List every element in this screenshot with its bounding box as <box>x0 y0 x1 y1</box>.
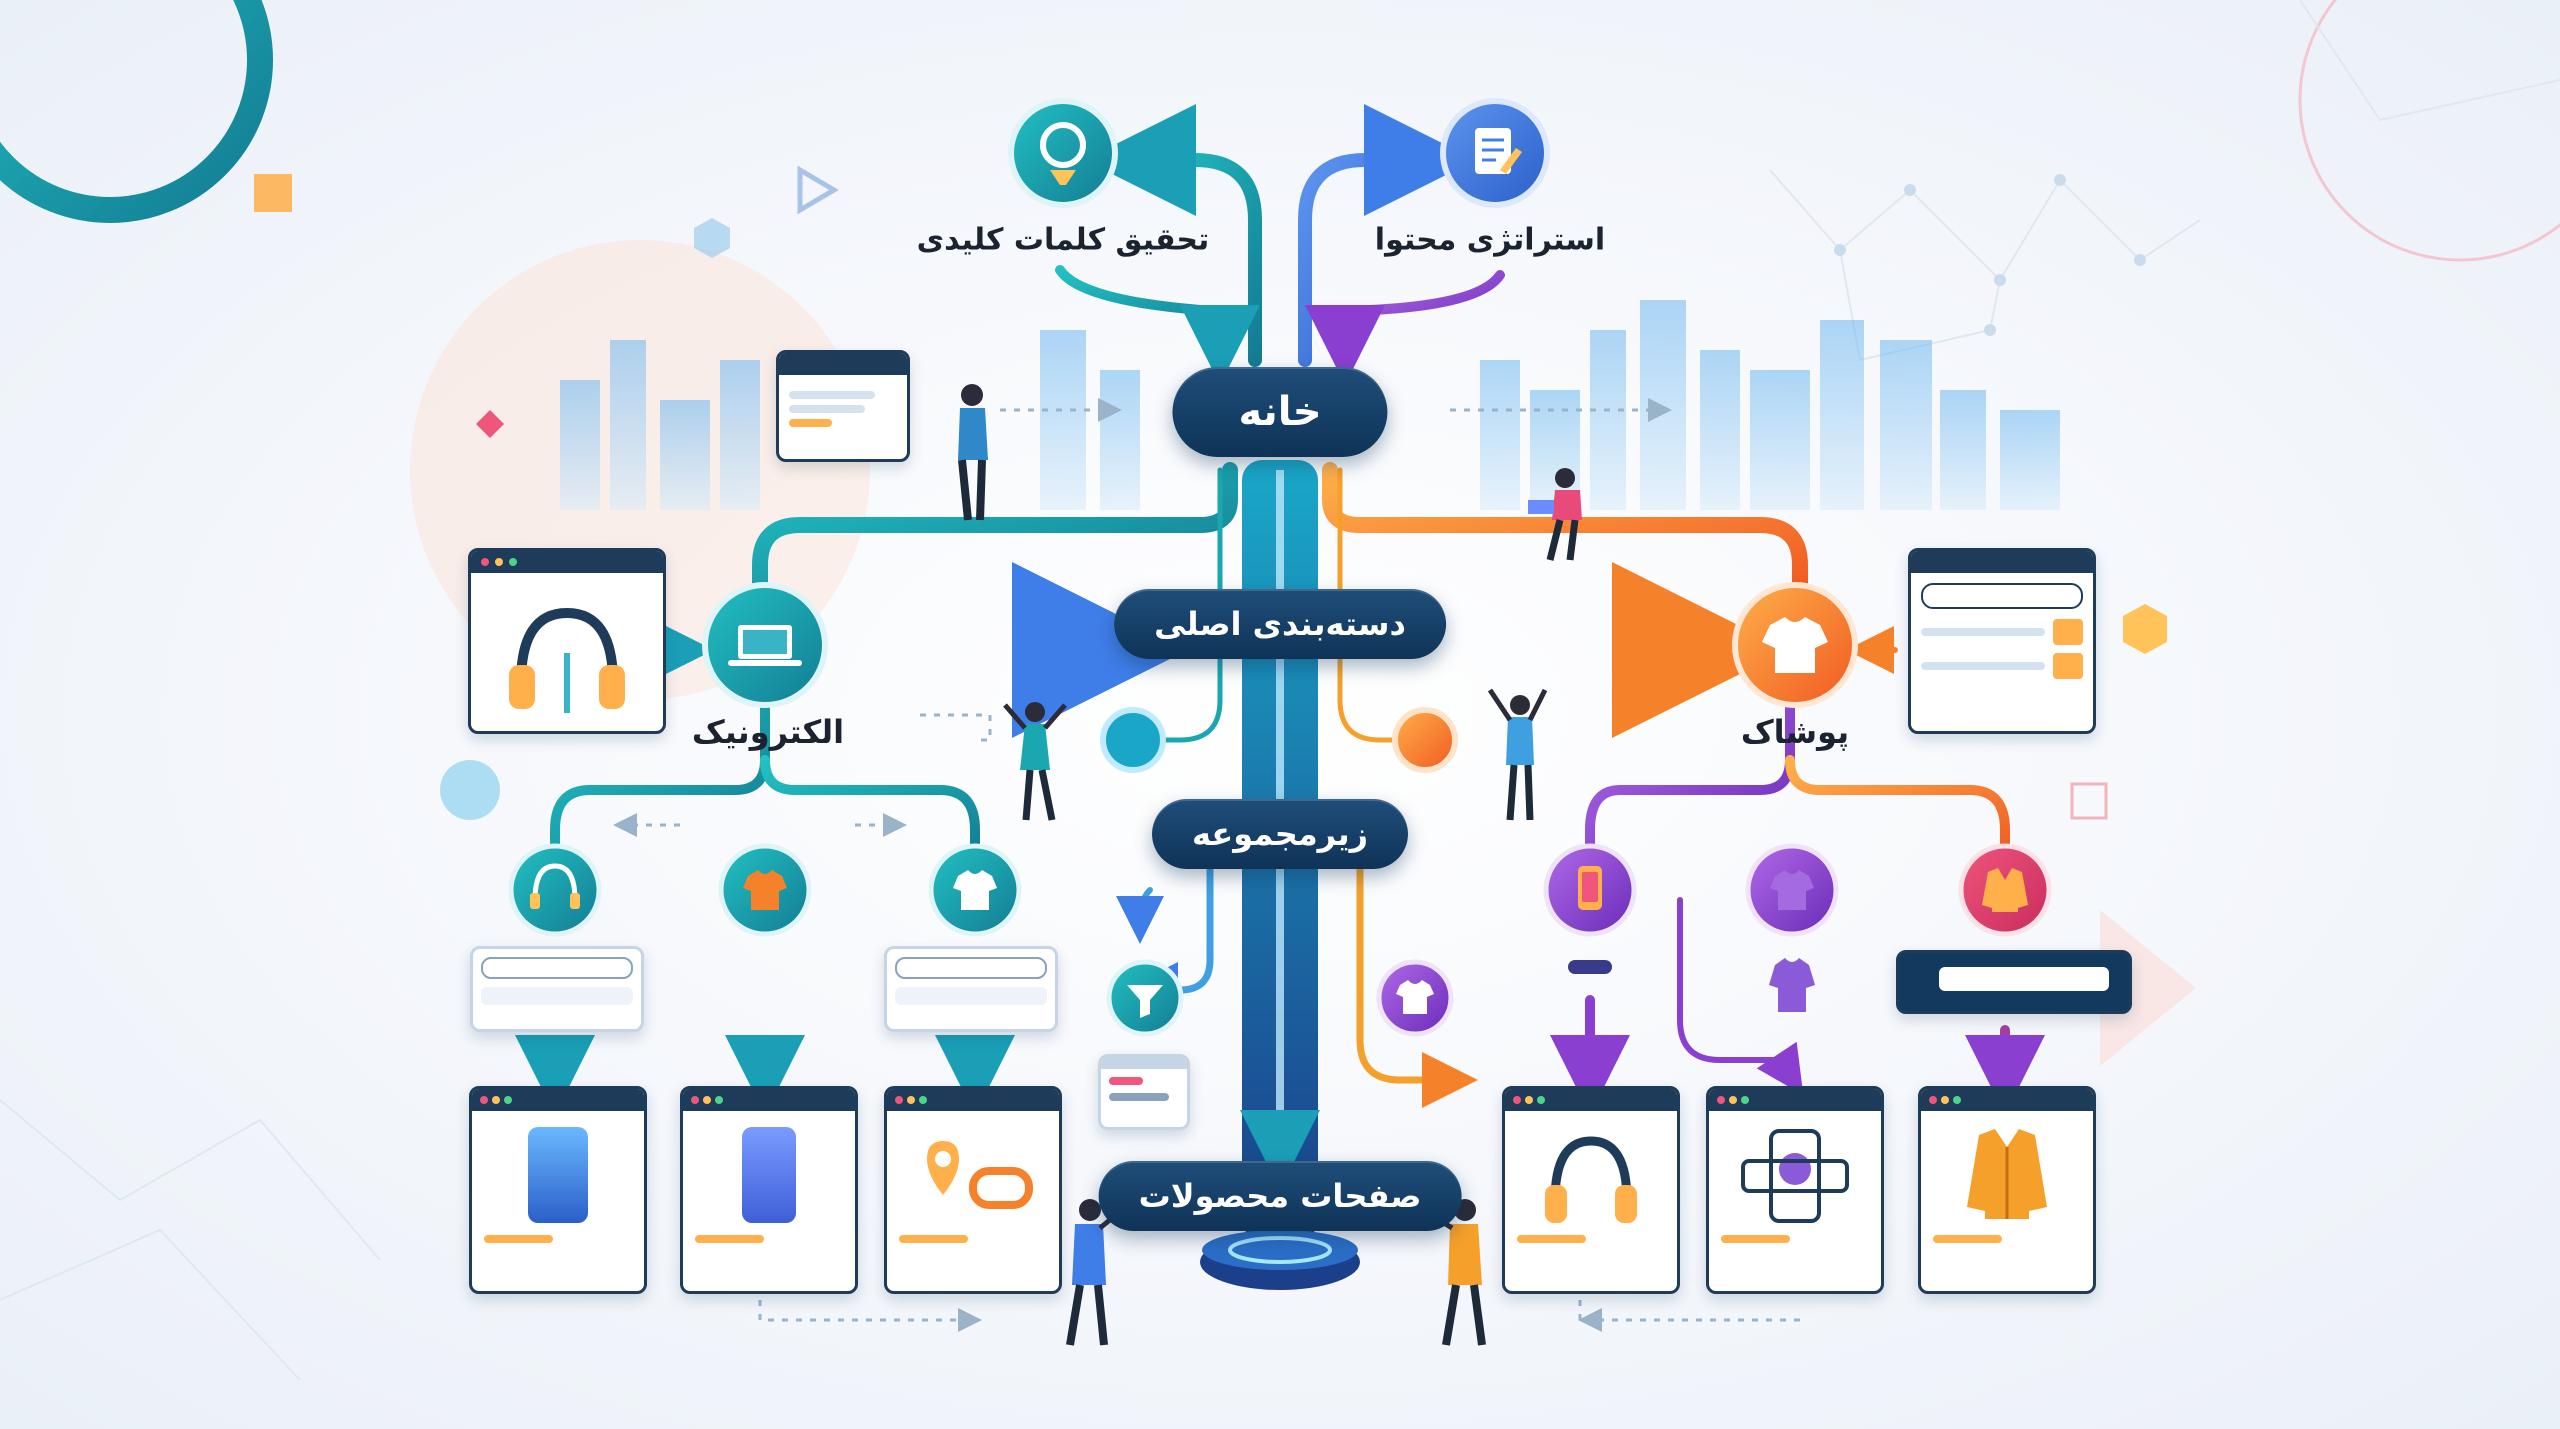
product-card-6 <box>1918 1086 2096 1294</box>
card-titlebar <box>1101 1057 1187 1069</box>
person-stretching-left <box>1003 702 1067 821</box>
shirt-icon <box>1396 980 1434 1014</box>
person-laptop-top-right <box>1528 468 1582 561</box>
sub-headphones-node <box>508 843 602 937</box>
decor-hexagon <box>2123 604 2167 654</box>
card-titlebar <box>1505 1089 1677 1111</box>
product-card-3 <box>884 1086 1062 1294</box>
search-bar-field <box>1939 967 2109 991</box>
product-image-phone-app-icon <box>1741 1129 1849 1223</box>
connector-dot-orange <box>1392 707 1458 773</box>
purple-shirt-floating-icon <box>1769 958 1815 1012</box>
card-titlebar <box>471 551 663 573</box>
card-titlebar <box>683 1089 855 1111</box>
product-pages-node: صفحات محصولات <box>1098 1161 1462 1231</box>
card-titlebar <box>1709 1089 1881 1111</box>
card-top-left-list <box>776 350 910 462</box>
orange-shirt-icon <box>743 870 787 910</box>
card-search-checklist <box>1908 548 2096 734</box>
product-image-headphones-icon <box>1545 1136 1637 1223</box>
home-node: خانه <box>1172 367 1388 457</box>
filter-icon <box>1127 985 1163 1018</box>
white-shirt-icon <box>953 870 997 910</box>
electronics-subcategories <box>508 843 1022 937</box>
decor-triangle <box>2100 910 2196 1066</box>
product-image-watch-icon <box>927 1141 1033 1209</box>
card-headphones-large <box>468 548 666 734</box>
card-titlebar <box>779 353 907 375</box>
product-image-phone-icon <box>742 1127 796 1223</box>
subcategory-node: زیرمجموعه <box>1152 799 1408 869</box>
decor-hexagon-blue <box>694 218 730 258</box>
headphones-icon <box>532 863 578 901</box>
product-card-5 <box>1706 1086 1884 1294</box>
clothing-subcategories <box>1543 843 2052 937</box>
mini-search-box <box>481 957 633 979</box>
card-mini-list-center <box>1098 1054 1190 1130</box>
electronics-subtree <box>515 695 1015 1115</box>
decor-square <box>254 174 292 212</box>
person-lifting-right <box>1487 688 1548 821</box>
card-titlebar <box>887 1089 1059 1111</box>
card-checklist <box>1911 619 2093 679</box>
magnifier-icon <box>1040 122 1086 168</box>
keyword-research-node <box>1008 98 1118 208</box>
product-card-4 <box>1502 1086 1680 1294</box>
decor-diamond <box>476 410 504 438</box>
product-image-jacket-icon <box>1967 1129 2047 1219</box>
city-skyline <box>560 300 2060 510</box>
tshirt-icon <box>1762 617 1828 673</box>
headphones-illustration-icon <box>509 607 625 713</box>
card-search-box <box>1921 583 2083 609</box>
product-image-phone-icon <box>528 1127 588 1223</box>
card-list-lines <box>779 375 907 443</box>
card-search-bar-right <box>1896 950 2132 1014</box>
electronics-label: الکترونیک <box>691 713 845 751</box>
product-card-2 <box>680 1086 858 1294</box>
content-strategy-label: استراتژی محتوا <box>1374 222 1606 258</box>
helper-arrows <box>613 398 1800 1332</box>
card-mini-search-left <box>470 946 644 1032</box>
clothing-subtree <box>1550 695 2045 1115</box>
decor-ring-right <box>2298 0 2560 262</box>
card-titlebar <box>1921 1089 2093 1111</box>
top-connectors <box>1055 104 1505 385</box>
card-titlebar <box>472 1089 644 1111</box>
connector-dot-blue <box>1100 707 1166 773</box>
decor-dot <box>440 760 500 820</box>
mini-search-box <box>895 957 1047 979</box>
main-categories-node: دسته‌بندی اصلی <box>1114 589 1446 659</box>
card-mini-search-mid <box>884 946 1058 1032</box>
clip-icon <box>1568 960 1612 974</box>
decor-square-outline <box>2070 782 2108 820</box>
jacket-icon <box>1982 868 2028 912</box>
keyword-research-label: تحقیق کلمات کلیدی <box>916 222 1210 258</box>
decor-network-nodes <box>1834 174 2146 336</box>
purple-shirt-icon <box>1770 870 1814 910</box>
node-circles <box>702 98 1858 1037</box>
decor-play <box>797 165 839 215</box>
card-titlebar <box>1911 551 2093 573</box>
clothing-label: پوشاک <box>1740 713 1850 751</box>
people-illustrations <box>958 384 1582 1346</box>
decor-ring <box>0 0 273 223</box>
product-card-1 <box>469 1086 647 1294</box>
person-presenter-top-left <box>958 384 988 521</box>
